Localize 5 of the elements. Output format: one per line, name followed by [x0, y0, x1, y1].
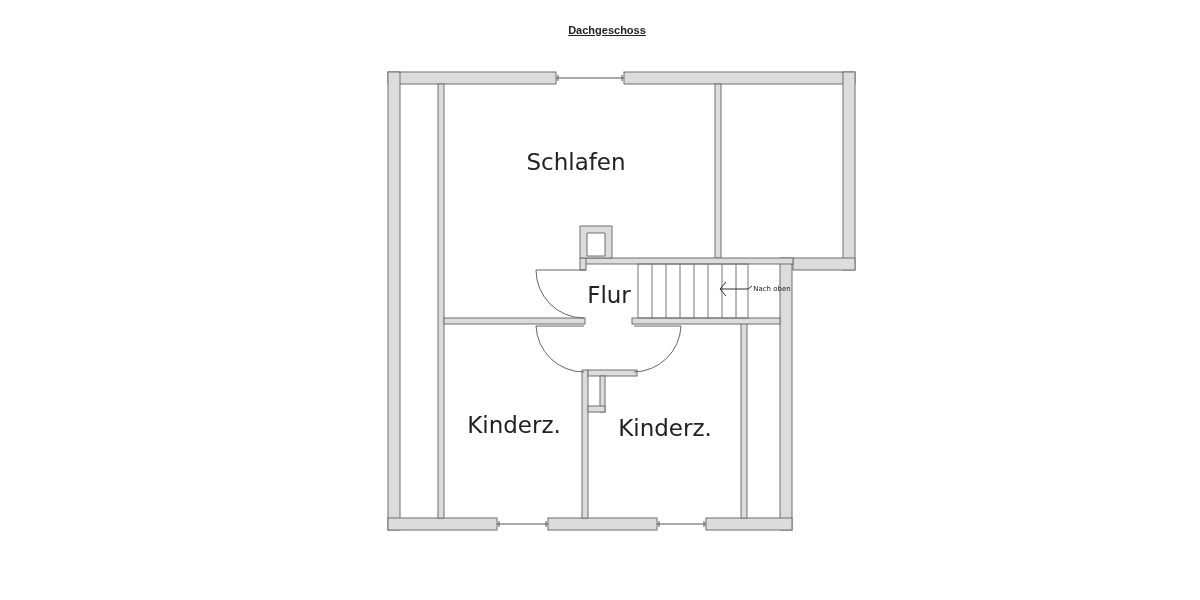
room-label: Kinderz.: [618, 416, 712, 440]
plan-title: Dachgeschoss: [568, 24, 646, 36]
room-label: Schlafen: [526, 150, 626, 174]
room-label: Kinderz.: [467, 413, 561, 437]
room-label: Flur: [587, 283, 631, 307]
